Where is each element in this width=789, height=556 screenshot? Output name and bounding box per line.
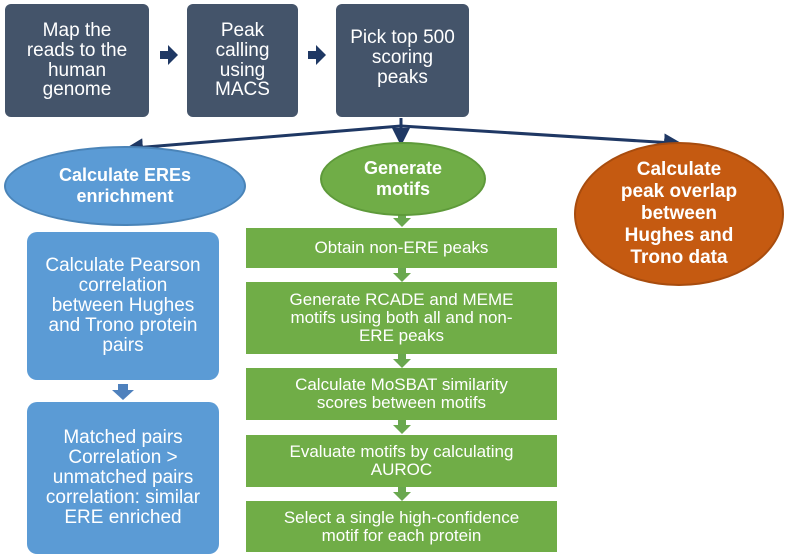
ere-step-matched-line: unmatched pairs [52,467,194,489]
step-peak-calling-line: using [219,59,266,81]
step-peak-calling-line: MACS [215,79,270,101]
step-pick-top-peaks-line: scoring [371,46,434,68]
motif-step-5-line: motif for each protein [321,525,482,545]
step-map-reads-line: Map the [42,19,112,41]
branch-ere-line: Calculate EREs [58,165,192,186]
branch-overlap-line: Hughes and [624,224,734,246]
motif-step-2-line: Generate RCADE and MEME [289,290,514,310]
motif-step-3-line: Calculate MoSBAT similarity [295,375,508,395]
step-map-reads: Map the reads to the human genome [5,4,149,117]
step-pick-top-peaks-line: peaks [377,66,428,88]
motif-step-1-line: Obtain non-ERE peaks [314,238,489,258]
step-peak-calling-line: calling [215,39,270,61]
branch-generate-motifs: Generate motifs [320,142,486,216]
branch-overlap-line: Trono data [630,246,728,268]
ere-step-pearson-line: between Hughes [51,295,195,317]
motif-step-select-motif: Select a single high-confidence motif fo… [246,501,557,552]
ere-step-matched-line: Correlation > [68,447,178,469]
arrow-peak-calling-to-pick [308,45,326,65]
step-pick-top-peaks: Pick top 500 scoring peaks [336,4,469,117]
ere-step-matched-line: correlation: similar [45,486,201,508]
arrow-motif-step-2-to-3 [393,354,411,368]
motif-step-evaluate-auroc: Evaluate motifs by calculating AUROC [246,435,557,487]
motif-step-5-line: Select a single high-confidence [283,507,520,527]
branch-ere-line: enrichment [76,186,174,206]
motif-step-4-line: AUROC [370,460,433,479]
step-pick-top-peaks-line: Pick top 500 [350,27,455,48]
ere-step-pearson: Calculate Pearson correlation between Hu… [27,232,219,380]
arrow-to-ere-branch [125,124,402,157]
motif-step-mosbat-similarity: Calculate MoSBAT similarity scores betwe… [246,368,557,420]
ere-step-matched-line: Matched pairs [63,427,183,449]
motif-step-generate-rcade-meme: Generate RCADE and MEME motifs using bot… [246,282,557,354]
step-peak-calling-line: Peak [220,19,265,41]
step-map-reads-line: genome [42,79,112,101]
motif-step-2-line: ERE peaks [358,325,445,345]
step-map-reads-line: human [47,59,107,81]
ere-step-matched-line: ERE enriched [64,506,182,528]
motif-step-3-line: scores between motifs [316,393,487,412]
motif-step-2-line: motifs using both all and non- [290,308,513,328]
step-map-reads-line: reads to the [26,39,128,61]
arrow-map-to-peak-calling [160,45,178,65]
branch-motifs-line: Generate [363,158,443,179]
motif-step-non-ere-peaks: Obtain non-ERE peaks [246,228,557,268]
motif-step-4-line: Evaluate motifs by calculating [289,442,514,462]
ere-step-pearson-line: Calculate Pearson [45,255,201,277]
step-peak-calling: Peak calling using MACS [187,4,298,117]
branch-overlap-line: between [640,203,717,225]
arrow-motif-step-3-to-4 [393,420,411,434]
branch-ere-enrichment: Calculate EREs enrichment [4,146,246,226]
arrow-motif-step-4-to-5 [393,487,411,501]
arrow-to-overlap-branch [400,124,682,152]
branch-overlap-line: peak overlap [620,181,738,203]
arrow-ere-step-1-to-2 [112,384,134,400]
branch-motifs-line: motifs [375,179,430,199]
ere-step-pearson-line: and Trono protein [48,314,198,336]
branch-overlap-line: Calculate [636,159,722,181]
ere-step-pearson-line: correlation [78,275,168,297]
branch-peak-overlap: Calculate peak overlap between Hughes an… [574,142,784,286]
ere-step-matched-pairs: Matched pairs Correlation > unmatched pa… [27,402,219,554]
ere-step-pearson-line: pairs [102,334,144,356]
arrow-motif-step-1-to-2 [393,268,411,282]
arrow-motif-ellipse-to-step-1 [393,213,411,227]
